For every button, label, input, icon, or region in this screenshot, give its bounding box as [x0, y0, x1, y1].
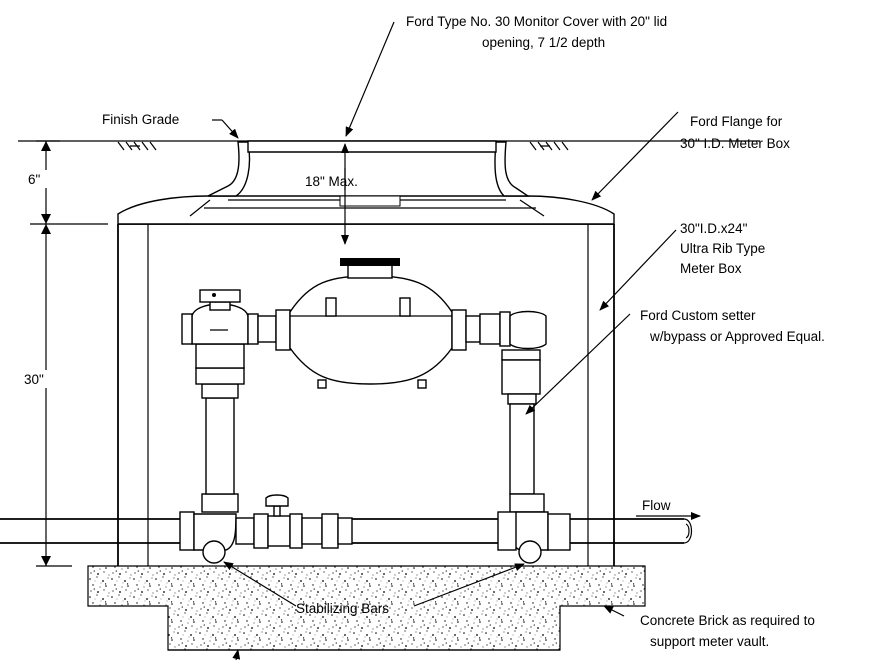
monitor-cover-label-1: Ford Type No. 30 Monitor Cover with 20" …	[406, 14, 667, 29]
setter-label-1: Ford Custom setter	[640, 308, 756, 323]
monitor-cover	[207, 140, 531, 207]
depth-dimensions	[22, 140, 108, 567]
meter-box-flange	[117, 195, 615, 225]
finish-grade-label: Finish Grade	[102, 112, 179, 127]
max-depth-label: 18" Max.	[305, 174, 358, 189]
meter-outlet	[451, 309, 547, 351]
annotations: Ford Type No. 30 Monitor Cover with 20" …	[24, 14, 825, 649]
water-meter	[289, 258, 453, 389]
meter-box-label-2: Ultra Rib Type	[680, 241, 765, 256]
inlet-valve	[235, 494, 517, 551]
stabilizing-bars	[202, 540, 542, 564]
flange-label-2: 30" I.D. Meter Box	[680, 136, 790, 151]
flange-label-1: Ford Flange for	[690, 114, 783, 129]
service-pipe	[0, 518, 693, 544]
top-depth-label: 6"	[28, 172, 41, 187]
meter-box-label-3: Meter Box	[680, 261, 742, 276]
concrete-label-2: support meter vault.	[650, 634, 769, 649]
concrete-label-1: Concrete Brick as required to	[640, 613, 815, 628]
concrete-footing	[87, 565, 646, 651]
flow-label: Flow	[642, 498, 671, 513]
left-riser	[179, 289, 259, 551]
stabilizing-bars-label: Stabilizing Bars	[296, 601, 389, 616]
right-riser	[501, 349, 571, 551]
meter-box-label-1: 30"I.D.x24"	[680, 221, 748, 236]
monitor-cover-label-2: opening, 7 1/2 depth	[482, 35, 605, 50]
box-depth-label: 30"	[24, 372, 44, 387]
setter-label-2: w/bypass or Approved Equal.	[649, 329, 825, 344]
meter-inlet	[257, 309, 291, 351]
leader-lines	[212, 21, 679, 661]
